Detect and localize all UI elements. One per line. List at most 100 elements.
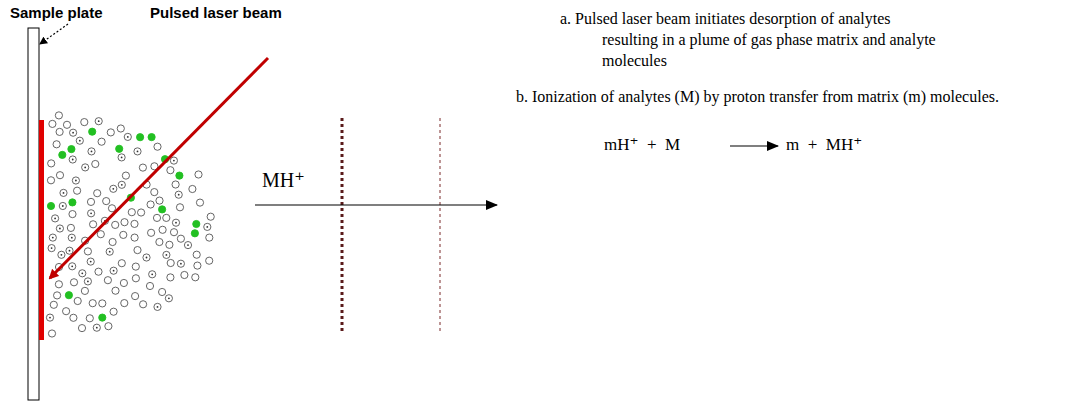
matrix-molecule [154, 143, 161, 150]
matrix-molecule [70, 314, 77, 321]
matrix-dot [84, 167, 86, 169]
matrix-dot [79, 140, 81, 142]
matrix-molecule [76, 137, 83, 144]
analyte-molecule [116, 145, 123, 152]
matrix-molecule [48, 330, 55, 337]
matrix-dot [59, 228, 61, 230]
matrix-molecule [165, 295, 172, 302]
step-note: a. Pulsed laser beam initiates desorptio… [560, 8, 942, 71]
analyte-molecule [68, 146, 75, 153]
matrix-dot [52, 237, 54, 239]
matrix-molecule [56, 172, 63, 179]
matrix-molecule [206, 257, 213, 264]
analyte-molecule [59, 151, 66, 158]
ion-label: MH⁺ [262, 168, 305, 192]
matrix-molecule [175, 191, 182, 198]
matrix-dot [61, 254, 63, 256]
analyte-molecule [47, 202, 54, 209]
matrix-dot [71, 265, 73, 267]
analyte-molecule [193, 220, 200, 227]
matrix-molecule [89, 300, 96, 307]
matrix-molecule [167, 259, 174, 266]
matrix-molecule [53, 141, 60, 148]
matrix-molecule [63, 121, 70, 128]
matrix-dot [127, 136, 129, 138]
matrix-molecule [112, 221, 119, 228]
matrix-dot [51, 247, 53, 249]
matrix-molecule [138, 209, 145, 216]
matrix-molecule [166, 241, 173, 248]
matrix-dot [109, 251, 111, 253]
matrix-dot [71, 237, 73, 239]
matrix-molecule [112, 287, 119, 294]
step-note: b. Ionization of analytes (M) by proton … [516, 86, 1088, 107]
matrix-molecule [56, 225, 63, 232]
matrix-molecule [139, 164, 146, 171]
analyte-molecule [176, 172, 183, 179]
matrix-molecule [134, 247, 141, 254]
matrix-molecule [117, 125, 124, 132]
matrix-molecule [104, 277, 111, 284]
matrix-molecule [195, 171, 202, 178]
matrix-molecule [131, 220, 138, 227]
matrix-molecule [170, 229, 177, 236]
matrix-molecule [110, 267, 117, 274]
matrix-molecule [177, 260, 184, 267]
matrix-molecule [59, 202, 66, 209]
matrix-molecule [88, 210, 95, 217]
matrix-dot [175, 222, 177, 224]
matrix-molecule [74, 297, 81, 304]
matrix-molecule [105, 323, 112, 330]
matrix-molecule [68, 234, 75, 241]
matrix-molecule [167, 167, 174, 174]
matrix-molecule [70, 129, 77, 136]
matrix-dot [151, 273, 153, 275]
matrix-molecule [93, 324, 100, 331]
matrix-molecule [181, 271, 188, 278]
matrix-molecule [109, 238, 116, 245]
matrix-molecule [106, 248, 113, 255]
matrix-molecule [90, 221, 97, 228]
matrix-molecule [189, 185, 196, 192]
matrix-molecule [153, 214, 160, 221]
matrix-molecule [156, 197, 163, 204]
matrix-molecule [167, 274, 174, 281]
matrix-molecule [48, 245, 55, 252]
analyte-molecule [99, 314, 106, 321]
matrix-molecule [46, 314, 53, 321]
matrix-molecule [74, 187, 81, 194]
matrix-molecule [120, 231, 127, 238]
matrix-dot [98, 120, 100, 122]
matrix-dot [62, 205, 64, 207]
equation-part: mH⁺ + M [604, 134, 680, 155]
matrix-molecule [206, 234, 213, 241]
matrix-dot [90, 261, 92, 263]
matrix-molecule [118, 154, 125, 161]
matrix-molecule [124, 133, 131, 140]
matrix-molecule [103, 198, 110, 205]
matrix-molecule [99, 300, 106, 307]
matrix-molecule [193, 251, 200, 258]
matrix-dot [137, 151, 139, 153]
matrix-molecule [163, 251, 170, 258]
ion-path-arrow [255, 204, 497, 205]
matrix-molecule [54, 292, 61, 299]
matrix-molecule [118, 181, 125, 188]
plume-particles [46, 112, 214, 337]
equation-part: m + MH⁺ [786, 134, 862, 155]
matrix-molecule [78, 325, 85, 332]
matrix-dot [166, 254, 168, 256]
matrix-molecule [121, 219, 128, 226]
matrix-molecule [120, 279, 127, 286]
matrix-molecule [47, 177, 54, 184]
matrix-molecule [107, 129, 114, 136]
matrix-molecule [56, 128, 63, 135]
matrix-dot [75, 180, 77, 182]
matrix-molecule [147, 201, 154, 208]
matrix-molecule [55, 281, 62, 288]
matrix-molecule [66, 247, 73, 254]
matrix-molecule [87, 258, 94, 265]
part-label: Pulsed laser beam [150, 4, 282, 21]
matrix-dot [90, 212, 92, 214]
matrix-molecule [122, 172, 129, 179]
